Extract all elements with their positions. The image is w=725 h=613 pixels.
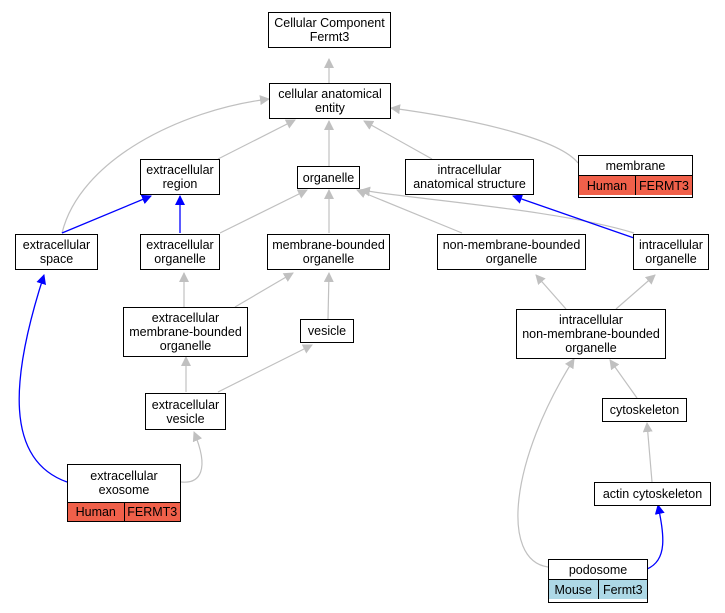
node-line: extracellular [151,397,220,412]
species-tag: Mouse [549,580,598,599]
gene-tag: FERMT3 [635,176,692,195]
partof-es-to-er [61,194,152,234]
species-tag: Human [68,502,124,521]
node-line: membrane-bounded [272,238,385,252]
node-line: vesicle [307,324,347,338]
gene-tag: Fermt3 [597,580,647,599]
edge-io-to-organelle [360,186,635,234]
node-line: Fermt3 [309,30,350,44]
node-line: cellular anatomical [278,87,382,101]
node-membrane[interactable]: membrane Human FERMT3 [578,155,693,198]
edge-ias-to-cae [363,120,433,160]
node-actin-cytoskeleton[interactable]: actin cytoskeleton [594,482,711,506]
node-line: organelle [302,252,355,266]
node-line: region [162,177,198,191]
node-line: membrane [605,158,666,173]
node-line: intracellular [559,313,623,327]
node-line: exosome [98,483,150,498]
node-line: extracellular [151,311,220,325]
gene-annotation-tags: Human FERMT3 [579,175,692,195]
node-extracellular-exosome[interactable]: extracellular exosome Human FERMT3 [67,464,181,522]
node-line: membrane-bounded [129,325,242,339]
gene-tag: FERMT3 [123,502,180,521]
partof-podosome-to-actin [646,504,665,570]
node-vesicle[interactable]: vesicle [300,319,354,343]
node-line: organelle [645,252,697,266]
gene-annotation-tags: Mouse Fermt3 [549,579,647,599]
edge-es-to-cae [61,95,270,234]
node-line: organelle [485,252,538,266]
gene-annotation-tags: Human FERMT3 [68,501,180,521]
node-line: intracellular [437,163,502,177]
node-line: non-membrane-bounded [442,238,581,252]
partof-io-to-ias [512,194,635,239]
node-line: vesicle [166,411,205,426]
node-organelle[interactable]: organelle [297,166,360,189]
edge-ev-to-vesicle [217,344,313,393]
node-podosome[interactable]: podosome Mouse Fermt3 [548,559,648,603]
node-title: extracellular exosome [68,465,180,502]
node-line: extracellular [146,238,214,252]
node-line: anatomical structure [413,177,526,191]
node-line: entity [315,101,345,115]
edge-cytoskeleton-to-inmbo [609,359,638,399]
edge-inmbo-to-io [615,274,656,310]
node-line: extracellular [146,163,214,177]
edge-actin-to-cytoskeleton [642,422,653,483]
node-line: Cellular Component [274,16,385,30]
node-line: organelle [154,252,206,266]
edge-membrane-to-cae [390,104,579,164]
node-line: intracellular [639,238,703,252]
edge-exosome-to-ev [180,431,203,483]
node-line: podosome [568,562,628,577]
edge-nmbo-to-organelle [356,188,463,234]
edge-er-to-cae [217,119,296,160]
edge-vesicle-to-mbo [323,272,334,320]
node-line: organelle [302,170,355,185]
node-line: organelle [565,341,617,355]
node-line: cytoskeleton [609,403,680,417]
node-line: space [39,252,74,266]
edge-eo-to-organelle [219,189,308,234]
partof-exosome-to-es [18,274,68,483]
species-tag: Human [579,176,635,195]
node-line: non-membrane-bounded [522,327,660,341]
edge-embo-to-mbo [234,272,294,308]
node-line: organelle [159,339,212,353]
node-line: extracellular [22,238,91,252]
edge-inmbo-to-nmbo [535,274,567,310]
edge-podosome-to-inmbo [517,358,575,568]
node-line: extracellular [90,469,158,484]
node-cytoskeleton[interactable]: cytoskeleton [602,398,687,422]
node-line: actin cytoskeleton [602,487,703,501]
